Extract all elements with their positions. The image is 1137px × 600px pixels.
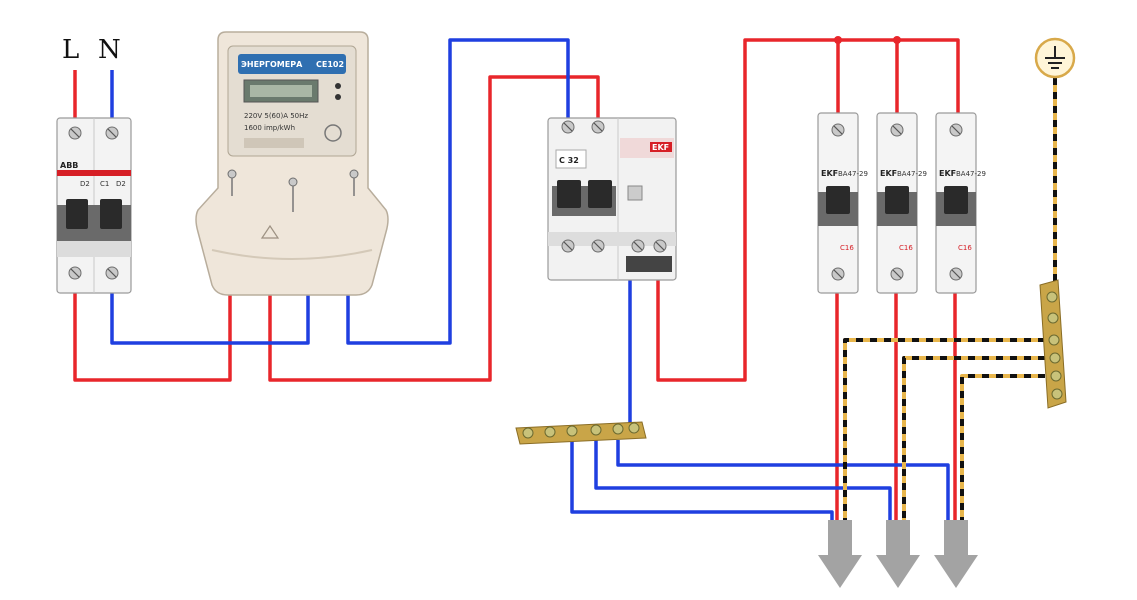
outlet-arrow-icon [934,520,978,588]
phase-breaker-to-meter-wire [73,290,232,382]
phase-meter-to-rcbo-wire [268,75,600,382]
branch-breaker-1-brand: EKF [821,169,838,178]
rcbo-handle-1[interactable] [557,180,581,208]
main-breaker-brand: ABB [60,161,78,170]
outlet-arrow-icon [818,520,862,588]
main-breaker-rating-3: D2 [116,180,126,188]
branch-breaker-2-brand: EKF [880,169,897,178]
branch-breaker-1-handle[interactable] [826,186,850,214]
main-breaker-rating-2: C1 [100,180,109,188]
phase-junction-2 [893,36,901,44]
branch-breaker-1: EKF ВА47-29 C16 [817,112,868,294]
neutral-breaker-to-meter-wire [110,290,310,345]
neutral-wires [110,38,950,520]
main-breaker: ABB D2 C1 D2 [56,117,132,294]
rcbo-rating: C 32 [559,156,579,165]
branch-breaker-2-handle[interactable] [885,186,909,214]
line-label: L [62,35,79,65]
meter-info: 220V 5(60)A 50Hz [244,112,308,120]
outlet-arrow-icon [876,520,920,588]
earth-wires [843,78,1057,520]
phase-junction-1 [834,36,842,44]
earth-ground-icon [1034,37,1076,79]
meter-info-2: 1600 imp/kWh [244,124,295,132]
branch-breaker-1-rating: C16 [840,244,854,252]
neutral-bus-to-outlet-3 [616,440,950,520]
energy-meter: ЭНЕРГОМЕРА CE102 220V 5(60)A 50Hz 1600 i… [195,31,389,296]
meter-indicator-1 [335,83,341,89]
branch-breaker-3-model: ВА47-29 [956,170,986,178]
branch-breaker-3-handle[interactable] [944,186,968,214]
branch-breaker-2: EKF ВА47-29 C16 [876,112,927,294]
main-breaker-handle-l[interactable] [66,199,88,229]
meter-brand: ЭНЕРГОМЕРА [241,60,303,69]
neutral-meter-to-rcbo-wire [346,38,570,345]
rcbo-breaker: EKF C 32 [547,117,677,281]
main-breaker-rating-1: D2 [80,180,90,188]
branch-breaker-2-model: ВА47-29 [897,170,927,178]
meter-model: CE102 [316,60,344,69]
main-breaker-handle-n[interactable] [100,199,122,229]
earth-busbar [1039,279,1067,409]
branch-breaker-1-model: ВА47-29 [838,170,868,178]
branch-breaker-3-rating: C16 [958,244,972,252]
phase-wires [73,38,960,520]
branch-breaker-2-rating: C16 [899,244,913,252]
neutral-bus-to-outlet-2 [594,440,892,520]
rcbo-brand: EKF [652,143,669,152]
branch-breaker-3-brand: EKF [939,169,956,178]
meter-indicator-2 [335,94,341,100]
phase-rcbo-to-branch-wire [656,38,960,382]
neutral-label: N [98,35,121,65]
branch-breaker-3: EKF ВА47-29 C16 [935,112,986,294]
neutral-bus-to-outlet-1 [570,440,834,520]
meter-seal [324,124,342,142]
rcbo-test-button[interactable] [627,185,643,201]
neutral-busbar [515,421,647,445]
rcbo-handle-2[interactable] [588,180,612,208]
